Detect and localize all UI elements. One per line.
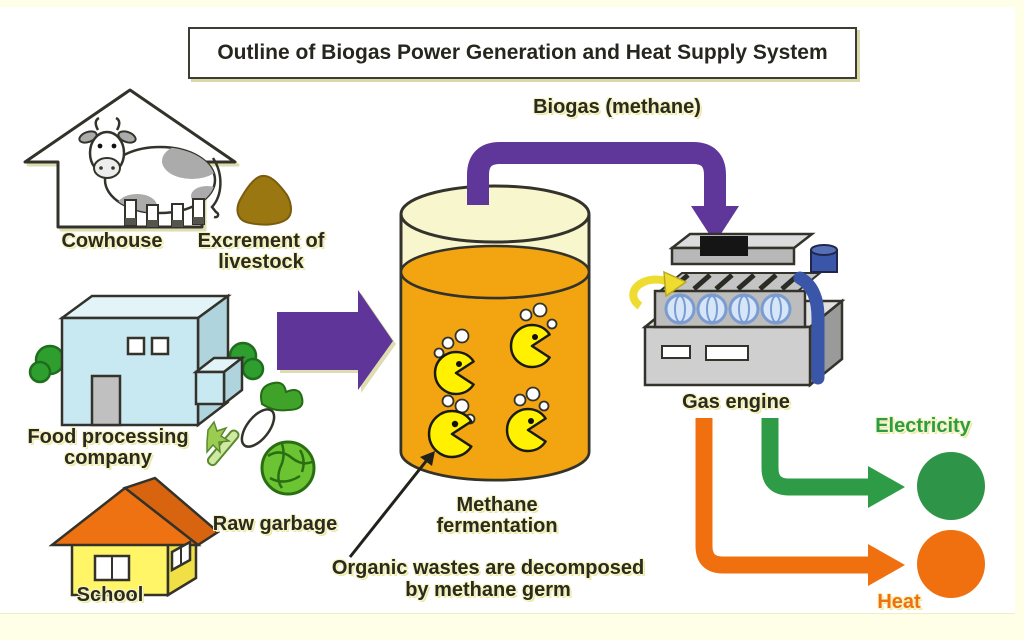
diagram-title: Outline of Biogas Power Generation and H… xyxy=(217,41,828,64)
input-arrow-icon xyxy=(277,290,393,390)
school-label: School xyxy=(76,584,144,606)
excrement-label-line1: Excrement of xyxy=(197,230,325,252)
heat-node-icon xyxy=(917,530,985,598)
diagram-title-box: Outline of Biogas Power Generation and H… xyxy=(188,27,857,79)
recycle-arrow-icon xyxy=(629,270,688,310)
gas-engine-icon xyxy=(629,232,846,388)
school-icon xyxy=(48,476,221,598)
factory-icon xyxy=(28,293,265,428)
vegetables-icon xyxy=(206,381,316,496)
cowhouse-icon xyxy=(23,88,237,229)
pointer-arrow-icon xyxy=(348,451,435,558)
electricity-arrow-icon xyxy=(761,418,905,508)
methane-fermentation-label-line2: fermentation xyxy=(436,515,558,537)
germ-icon xyxy=(509,302,558,369)
germ-icon xyxy=(433,328,475,396)
food-processing-label-line2: company xyxy=(64,447,152,469)
biogas-label: Biogas (methane) xyxy=(533,96,701,118)
methane-fermentation-label-line1: Methane xyxy=(456,494,538,516)
heat-label: Heat xyxy=(877,591,921,613)
biogas-arrow-icon xyxy=(467,142,739,243)
excrement-label-line2: livestock xyxy=(218,251,304,273)
gas-engine-label: Gas engine xyxy=(682,391,790,413)
raw-garbage-label: Raw garbage xyxy=(212,513,338,535)
organic-note-line1: Organic wastes are decomposed xyxy=(331,557,645,579)
digester-tank-icon xyxy=(399,184,591,482)
germ-icon xyxy=(427,394,476,459)
heat-arrow-icon xyxy=(695,418,905,586)
cow-icon xyxy=(78,116,222,228)
germ-icon xyxy=(505,386,550,453)
engine-cylinders xyxy=(664,293,792,325)
cowhouse-label: Cowhouse xyxy=(61,230,163,252)
excrement-icon xyxy=(236,174,292,226)
cow-legs xyxy=(124,198,205,228)
electricity-label: Electricity xyxy=(875,415,971,437)
engine-blue-pipe xyxy=(793,244,838,385)
food-processing-label-line1: Food processing xyxy=(27,426,189,448)
organic-note-line2: by methane germ xyxy=(405,579,571,601)
electricity-node-icon xyxy=(917,452,985,520)
